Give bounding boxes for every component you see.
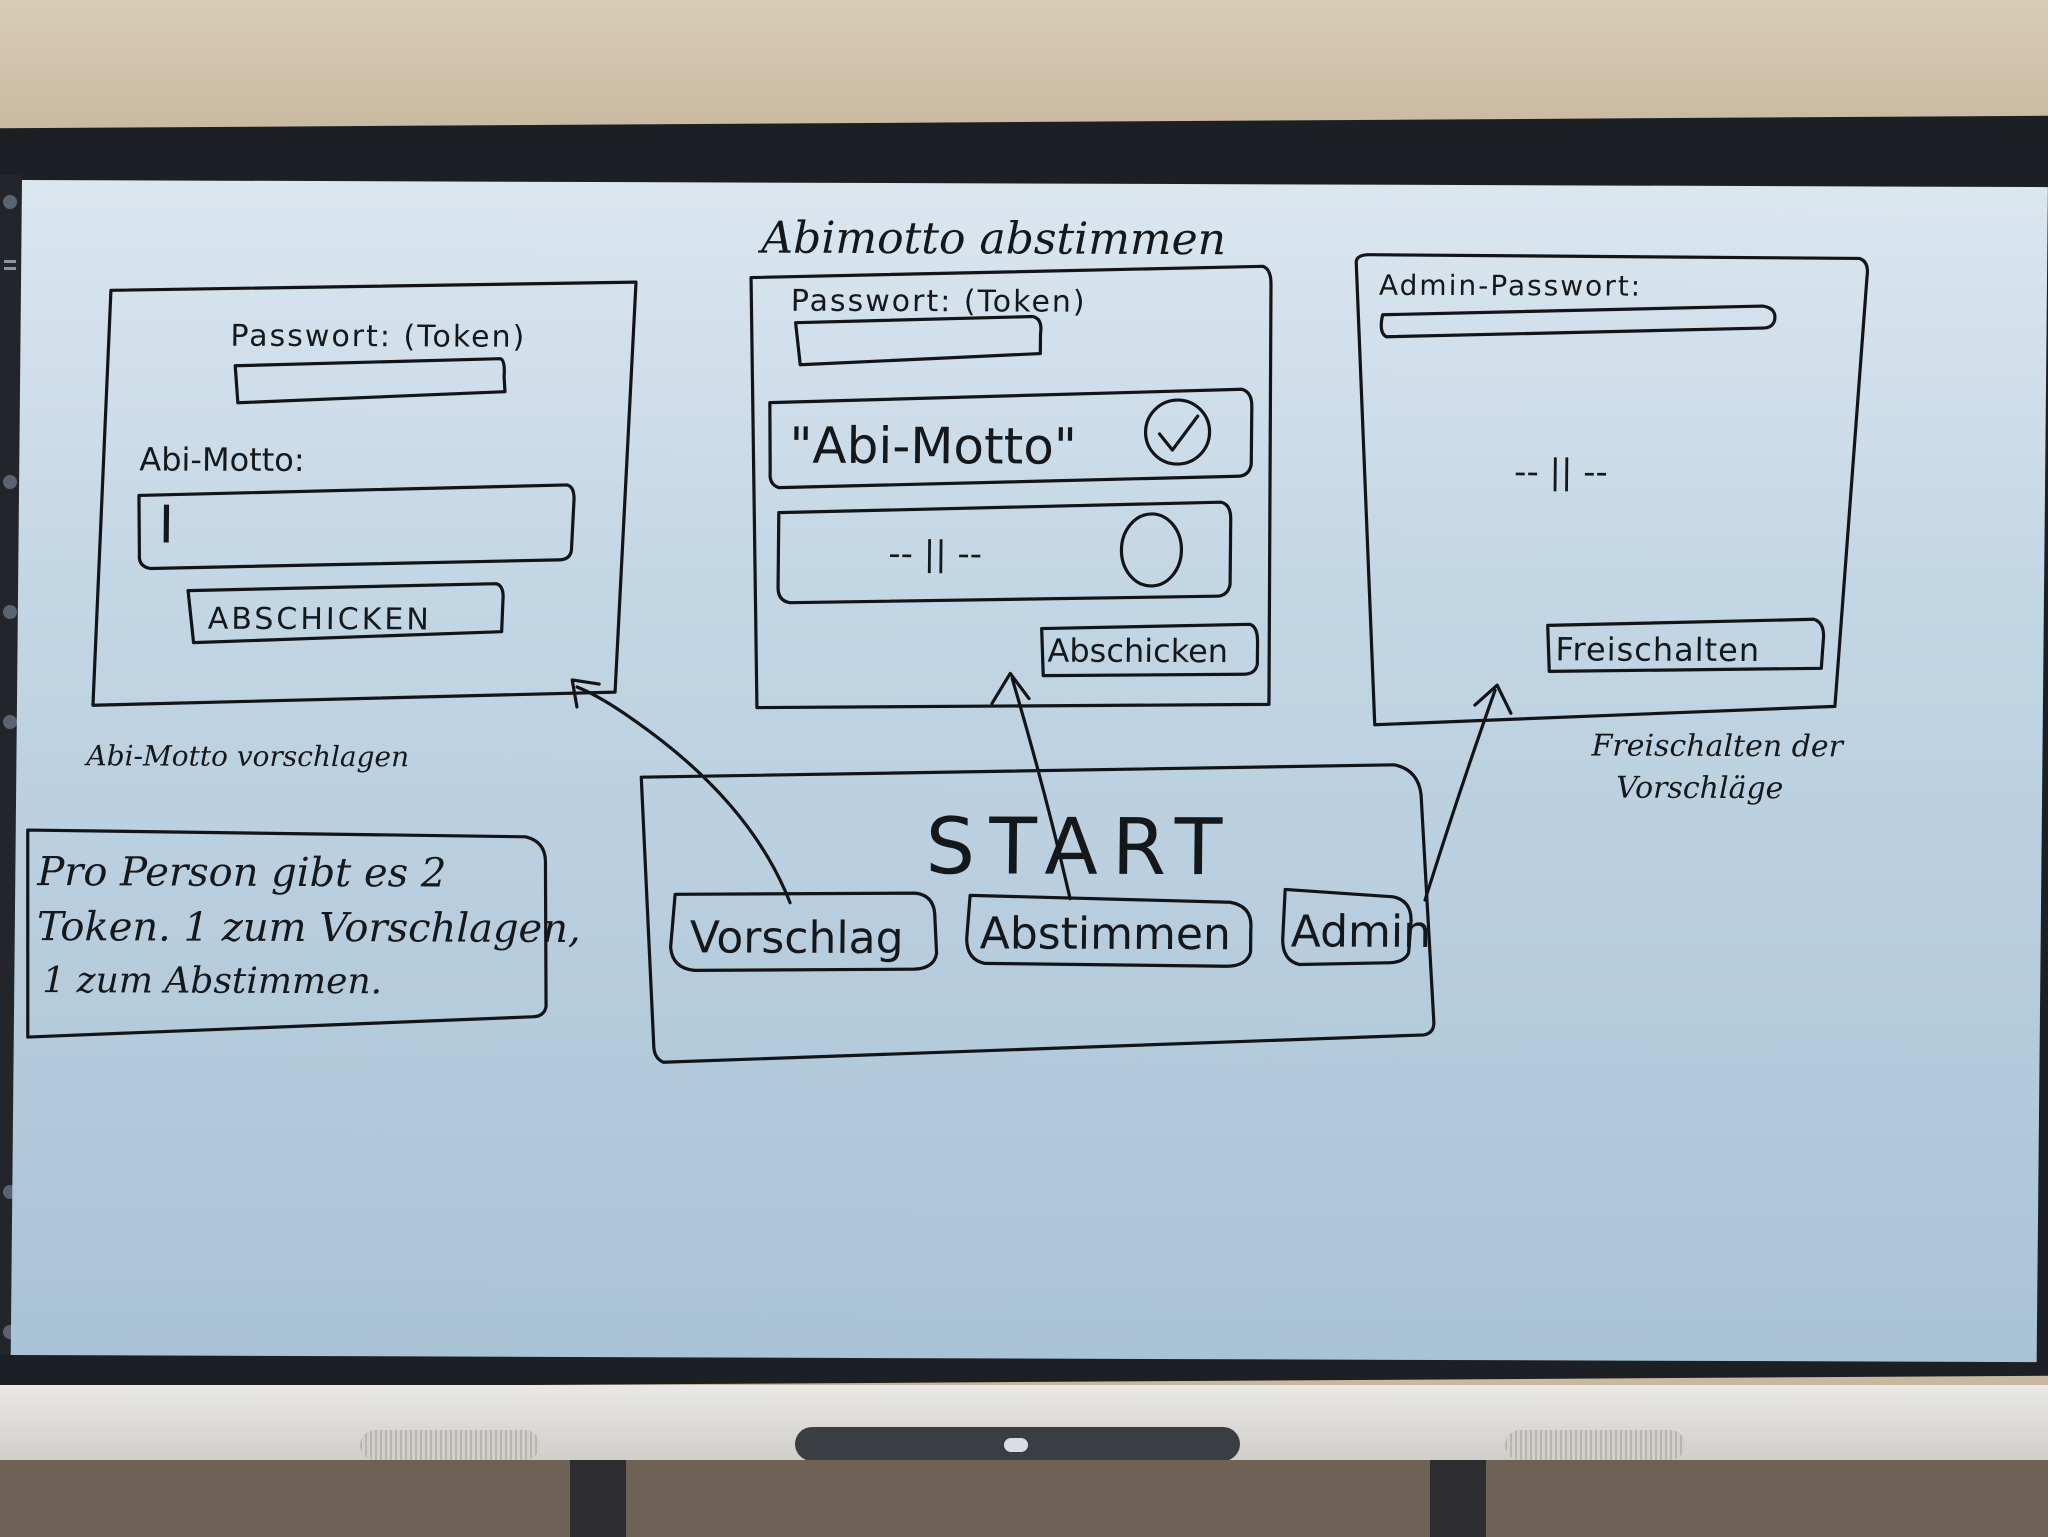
speaker-grille-left bbox=[360, 1430, 540, 1460]
vote-password-label: Passwort: (Token) bbox=[791, 284, 1087, 320]
start-button-admin-label: Admin bbox=[1291, 906, 1432, 957]
panel-suggest-frame bbox=[91, 280, 638, 707]
admin-password-label: Admin-Passwort: bbox=[1379, 269, 1643, 303]
floor bbox=[0, 1460, 2048, 1537]
note-line3: 1 zum Abstimmen. bbox=[42, 960, 382, 1002]
speaker-grille-right bbox=[1505, 1430, 1685, 1460]
arrow-head-icon bbox=[570, 678, 601, 709]
vote-option-2-label: -- || -- bbox=[888, 534, 982, 574]
stand-leg-right bbox=[1430, 1460, 1486, 1537]
vote-option-2-radio[interactable] bbox=[1119, 512, 1184, 588]
tool-shape-icon[interactable] bbox=[3, 605, 17, 619]
admin-caption-line1: Freischalten der bbox=[1590, 729, 1844, 765]
suggest-submit-label: ABSCHICKEN bbox=[208, 602, 432, 638]
suggest-password-label: Passwort: (Token) bbox=[230, 319, 526, 355]
wall bbox=[0, 0, 2048, 140]
tool-eraser-icon[interactable] bbox=[3, 475, 17, 489]
arrow-admin-to-panel bbox=[1423, 688, 1497, 902]
admin-unlock-label: Freischalten bbox=[1555, 630, 1760, 669]
start-button-abstimmen-label: Abstimmen bbox=[980, 908, 1232, 960]
start-button-vorschlag[interactable] bbox=[669, 891, 939, 972]
vote-option-2[interactable] bbox=[776, 500, 1233, 605]
admin-unlock-button[interactable] bbox=[1546, 617, 1826, 673]
start-title: START bbox=[925, 802, 1236, 893]
vote-password-input[interactable] bbox=[794, 314, 1043, 367]
start-button-admin[interactable] bbox=[1281, 887, 1413, 967]
flow-arrows bbox=[570, 671, 1513, 905]
sketch-layer: Abimotto abstimmen Passwort: (Token) Abi… bbox=[26, 213, 1869, 1064]
tool-pen-icon[interactable] bbox=[3, 195, 17, 209]
note-line2: Token. 1 zum Vorschlagen, bbox=[37, 904, 581, 952]
start-panel: START Vorschlag Abstimmen Admin bbox=[639, 763, 1436, 1064]
arrow-head-icon bbox=[1473, 683, 1513, 715]
suggest-motto-label: Abi-Motto: bbox=[139, 440, 305, 479]
tool-select-icon[interactable] bbox=[3, 715, 17, 729]
admin-caption-line2: Vorschläge bbox=[1616, 771, 1784, 807]
start-panel-frame bbox=[639, 763, 1436, 1064]
panel-vote: Passwort: (Token) "Abi-Motto" -- || -- A… bbox=[749, 264, 1273, 710]
suggest-text-cursor: I bbox=[158, 495, 174, 555]
panel-suggest: Passwort: (Token) Abi-Motto: I ABSCHICKE… bbox=[83, 280, 638, 773]
arrow-abstimmen-to-panel bbox=[1010, 676, 1072, 901]
tool-menu-icon[interactable] bbox=[4, 260, 16, 263]
suggest-motto-input[interactable] bbox=[137, 483, 576, 571]
stand-leg-left bbox=[570, 1460, 626, 1537]
suggest-submit-button[interactable] bbox=[186, 582, 505, 645]
note-frame bbox=[26, 828, 548, 1039]
panel-vote-frame bbox=[749, 264, 1273, 710]
start-button-abstimmen[interactable] bbox=[965, 893, 1253, 968]
panel-admin-frame bbox=[1354, 253, 1869, 727]
check-icon bbox=[1157, 414, 1200, 452]
admin-password-input[interactable] bbox=[1379, 304, 1777, 339]
arrow-head-icon bbox=[990, 671, 1031, 706]
start-button-vorschlag-label: Vorschlag bbox=[689, 912, 903, 964]
suggest-password-input[interactable] bbox=[233, 357, 507, 405]
tool-menu-icon[interactable] bbox=[4, 267, 16, 270]
note-box: Pro Person gibt es 2 Token. 1 zum Vorsch… bbox=[26, 828, 581, 1039]
camera-icon bbox=[1004, 1438, 1028, 1452]
whiteboard-canvas[interactable]: Abimotto abstimmen Passwort: (Token) Abi… bbox=[10, 180, 2048, 1363]
admin-content-placeholder: -- || -- bbox=[1514, 452, 1608, 492]
vote-submit-label: Abschicken bbox=[1047, 632, 1228, 671]
note-line1: Pro Person gibt es 2 bbox=[36, 849, 446, 896]
vote-submit-button[interactable] bbox=[1040, 622, 1260, 678]
vote-option-1-radio[interactable] bbox=[1143, 398, 1212, 466]
suggest-caption: Abi-Motto vorschlagen bbox=[83, 739, 409, 773]
arrow-vorschlag-to-panel bbox=[575, 685, 792, 905]
vote-option-1[interactable] bbox=[768, 387, 1254, 490]
panel-admin: Admin-Passwort: -- || -- Freischalten Fr… bbox=[1354, 253, 1869, 807]
vote-option-1-label: "Abi-Motto" bbox=[789, 417, 1077, 476]
board-title: Abimotto abstimmen bbox=[757, 213, 1226, 266]
